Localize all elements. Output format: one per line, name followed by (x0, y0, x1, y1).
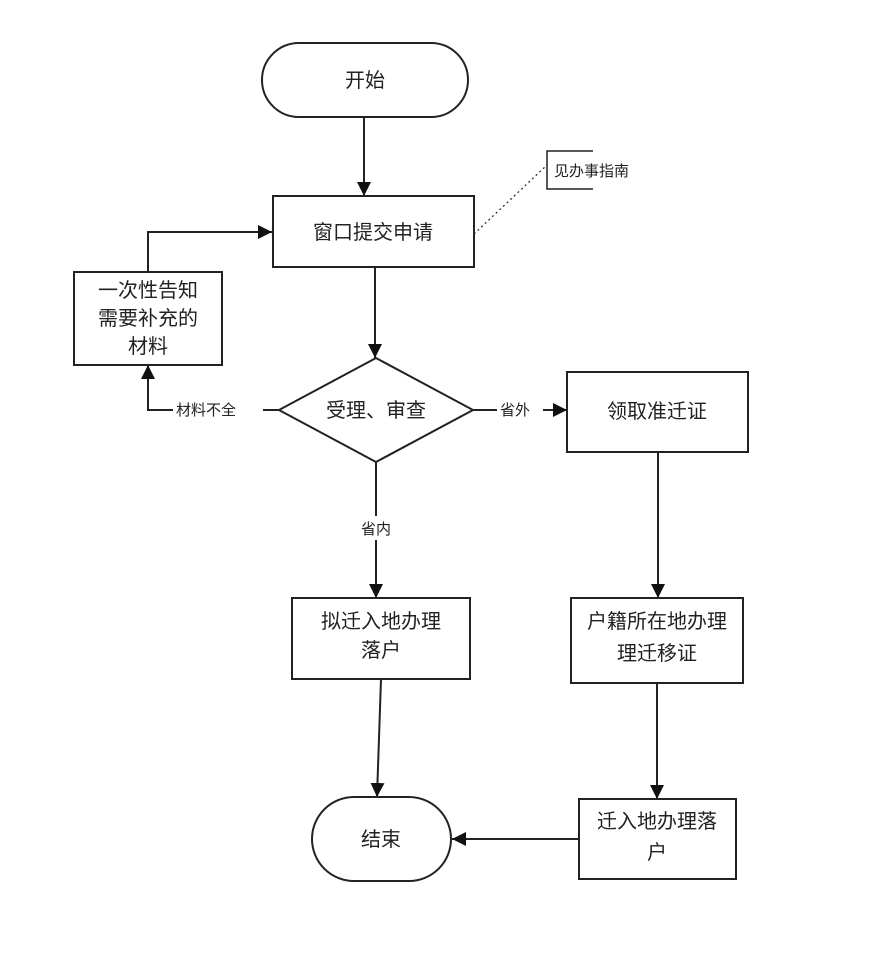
notify-label-line-2: 需要补充的 (98, 306, 198, 330)
start-terminal (261, 42, 469, 118)
permit-box (566, 371, 749, 453)
local-settle-box (291, 597, 471, 680)
end-label: 结束 (361, 827, 401, 851)
start-label: 开始 (345, 68, 385, 92)
move-in-label-line-2: 户 (647, 840, 667, 864)
start-node: 开始 (261, 42, 469, 118)
edge-label-incomplete: 材料不全 (176, 401, 236, 419)
edge-local-settle-to-end (370, 678, 385, 798)
move-in-label-line-1: 迁入地办理落 (597, 809, 717, 833)
edge-label-in-province: 省内 (361, 520, 391, 538)
review-diamond (276, 356, 476, 464)
guide-note: 见办事指南 (473, 150, 629, 235)
notify-box (73, 271, 223, 366)
review-label: 受理、审查 (326, 398, 426, 422)
out-province-label-bg (497, 398, 543, 420)
submit-box (272, 195, 475, 268)
note-leader-line (473, 164, 548, 235)
note-text: 见办事指南 (554, 162, 629, 180)
submit-node: 窗口提交申请 (272, 195, 475, 268)
migration-node: 户籍所在地办理 理迁移证 (570, 597, 744, 684)
edge-labels: 材料不全 省外 省内 (173, 398, 543, 540)
local-settle-node: 拟迁入地办理 落户 (291, 597, 471, 680)
permit-node: 领取准迁证 (566, 371, 749, 453)
permit-label: 领取准迁证 (607, 399, 707, 423)
in-province-label-bg (351, 516, 401, 540)
move-in-box (578, 798, 737, 880)
local-settle-label-line-1: 拟迁入地办理 (321, 609, 441, 633)
note-bracket (546, 150, 593, 190)
edge-label-out-province: 省外 (500, 401, 530, 419)
review-node: 受理、审查 (276, 356, 476, 464)
edge-notify-to-submit (147, 225, 272, 272)
end-node: 结束 (311, 796, 452, 882)
notify-node: 一次性告知 需要补充的 材料 (73, 271, 223, 366)
migration-label-line-2: 理迁移证 (617, 641, 697, 665)
migration-label-line-1: 户籍所在地办理 (587, 609, 727, 633)
end-terminal (311, 796, 452, 882)
local-settle-label-line-2: 落户 (361, 638, 401, 662)
move-in-node: 迁入地办理落 户 (578, 798, 737, 880)
notify-label-line-3: 材料 (128, 334, 168, 358)
submit-label: 窗口提交申请 (313, 220, 433, 244)
notify-label-line-1: 一次性告知 (98, 278, 198, 302)
migration-box (570, 597, 744, 684)
incomplete-label-bg (173, 398, 263, 420)
